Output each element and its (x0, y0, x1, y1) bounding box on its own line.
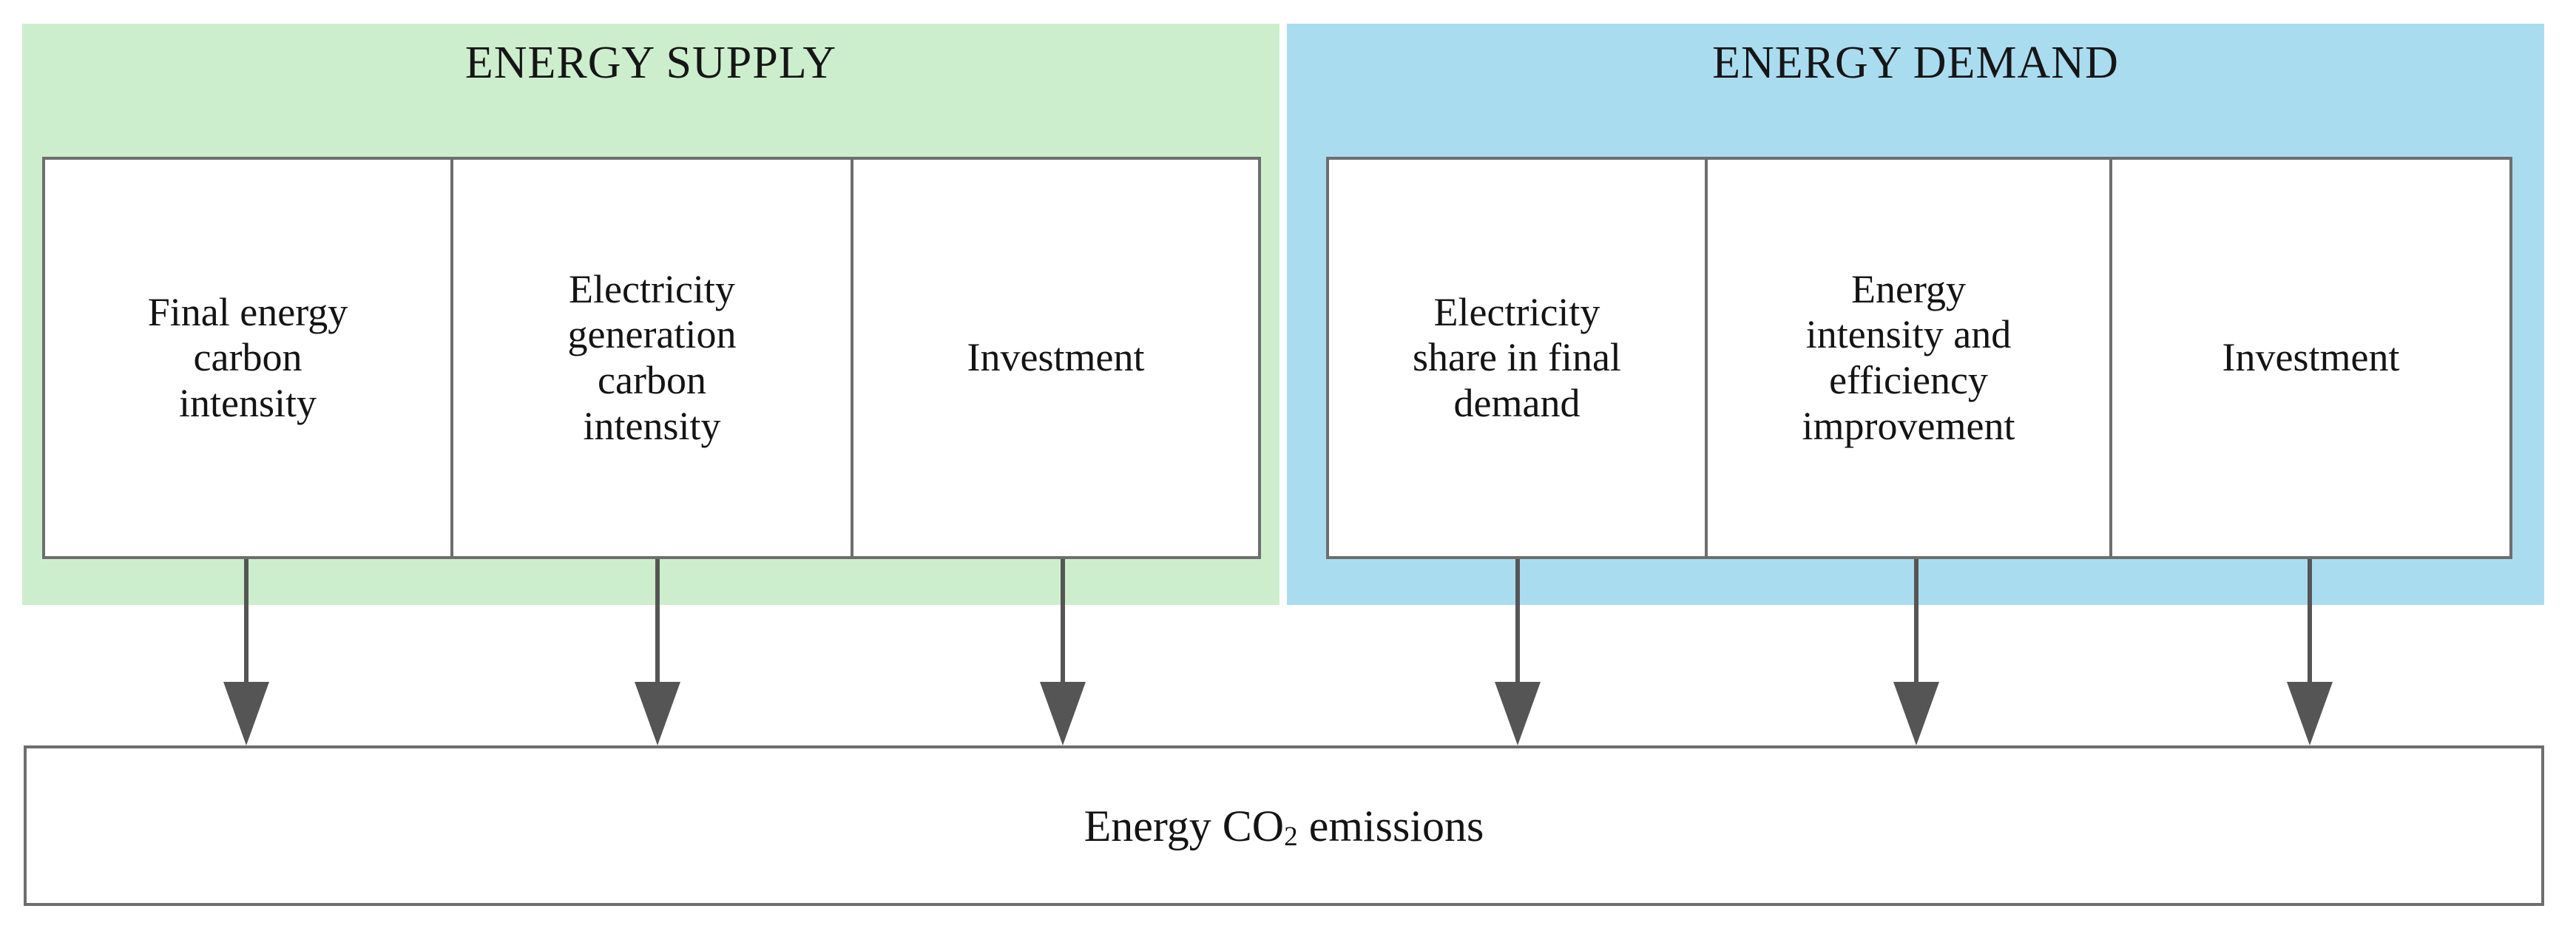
driver-box-supply-investment[interactable]: Investment (851, 160, 1258, 556)
driver-box-electricity-share-in-final-demand[interactable]: Electricity share in final demand (1329, 160, 1705, 556)
energy-co2-emissions-label: Energy CO2 emissions (1084, 801, 1484, 851)
arrow-final-energy-carbon-intensity-head (223, 682, 269, 745)
energy-co2-emissions-box[interactable]: Energy CO2 emissions (24, 745, 2544, 906)
arrow-electricity-share-in-final-demand-head (1495, 682, 1541, 745)
driver-label: Electricity generation carbon intensity (567, 266, 737, 448)
driver-label: Final energy carbon intensity (147, 289, 348, 425)
arrow-energy-intensity-efficiency-head (1893, 682, 1939, 745)
arrow-supply-investment-head (1040, 682, 1086, 745)
energy-supply-driver-row: Final energy carbon intensity Electricit… (42, 157, 1261, 559)
driver-box-final-energy-carbon-intensity[interactable]: Final energy carbon intensity (45, 160, 450, 556)
energy-demand-driver-row: Electricity share in final demand Energy… (1326, 157, 2512, 559)
driver-label: Electricity share in final demand (1413, 289, 1621, 425)
emissions-subscript: 2 (1284, 822, 1298, 853)
energy-supply-panel: ENERGY SUPPLY Final energy carbon intens… (22, 24, 1279, 605)
arrow-demand-investment-head (2287, 682, 2333, 745)
energy-demand-panel: ENERGY DEMAND Electricity share in final… (1287, 24, 2544, 605)
energy-supply-title: ENERGY SUPPLY (464, 38, 837, 88)
emissions-text-head: Energy CO (1084, 801, 1285, 850)
driver-label: Investment (2222, 335, 2400, 380)
arrow-electricity-generation-carbon-intensity-head (635, 682, 680, 745)
emissions-text-tail: emissions (1297, 801, 1484, 850)
driver-box-energy-intensity-and-efficiency-improvement[interactable]: Energy intensity and efficiency improvem… (1705, 160, 2109, 556)
driver-label: Energy intensity and efficiency improvem… (1802, 266, 2015, 448)
driver-box-demand-investment[interactable]: Investment (2109, 160, 2509, 556)
energy-demand-title: ENERGY DEMAND (1712, 38, 2119, 88)
driver-box-electricity-generation-carbon-intensity[interactable]: Electricity generation carbon intensity (450, 160, 851, 556)
driver-label: Investment (967, 335, 1145, 380)
